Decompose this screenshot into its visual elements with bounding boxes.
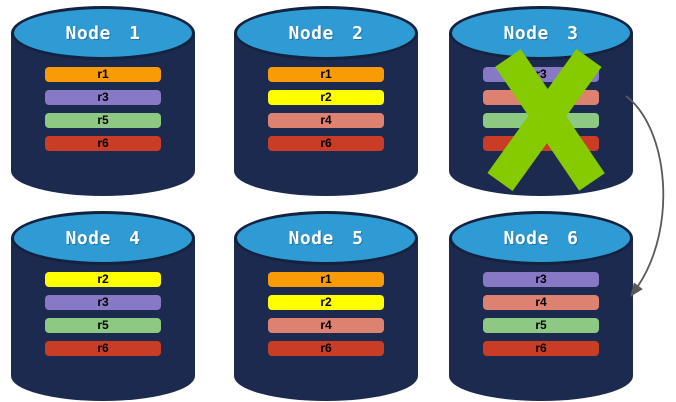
node-4: r2 r3 r5 r6 Node 4 bbox=[11, 211, 195, 401]
node-title: Node 4 bbox=[65, 227, 141, 249]
replica-label: r1 bbox=[97, 67, 109, 81]
replica-bar-r6: r6 bbox=[268, 341, 384, 356]
replica-label: r4 bbox=[535, 295, 547, 309]
replica-bar-r3: r3 bbox=[45, 295, 161, 310]
replica-bar-r3: r3 bbox=[483, 272, 599, 287]
replica-label: r2 bbox=[97, 272, 109, 286]
replica-bar-r6: r6 bbox=[483, 341, 599, 356]
replica-label: r6 bbox=[97, 136, 109, 150]
replica-bar-r4: r4 bbox=[483, 295, 599, 310]
replica-bar-r4: r4 bbox=[268, 113, 384, 128]
cylinder-top: Node 6 bbox=[449, 211, 633, 265]
replica-bar-r1: r1 bbox=[45, 67, 161, 82]
replica-bar-r1: r1 bbox=[268, 272, 384, 287]
replica-bar bbox=[483, 90, 599, 105]
node-6: r3 r4 r5 r6 Node 6 bbox=[449, 211, 633, 401]
replica-label: r6 bbox=[535, 341, 547, 355]
replica-label: r3 bbox=[97, 295, 109, 309]
replica-label: r6 bbox=[97, 341, 109, 355]
replica-bar-r6: r6 bbox=[45, 341, 161, 356]
node-2: r1 r2 r4 r6 Node 2 bbox=[234, 6, 418, 196]
replica-bar-r5: r5 bbox=[45, 113, 161, 128]
cylinder-top: Node 1 bbox=[11, 6, 195, 60]
replica-bar-r2: r2 bbox=[268, 295, 384, 310]
cylinder-top: Node 2 bbox=[234, 6, 418, 60]
replica-label: r5 bbox=[97, 318, 109, 332]
node-title: Node 5 bbox=[288, 227, 364, 249]
node-3: r3 Node 3 bbox=[449, 6, 633, 196]
replica-bar-r3: r3 bbox=[45, 90, 161, 105]
replica-bar-r6: r6 bbox=[268, 136, 384, 151]
cylinder-top: Node 4 bbox=[11, 211, 195, 265]
replica-label: r2 bbox=[320, 295, 332, 309]
replica-label: r3 bbox=[535, 67, 547, 81]
node-title: Node 3 bbox=[503, 22, 579, 44]
replica-label: r2 bbox=[320, 90, 332, 104]
node-1: r1 r3 r5 r6 Node 1 bbox=[11, 6, 195, 196]
replica-label: r4 bbox=[320, 113, 332, 127]
node-title: Node 1 bbox=[65, 22, 141, 44]
replica-bar-r1: r1 bbox=[268, 67, 384, 82]
replica-label: r1 bbox=[320, 67, 332, 81]
replica-label: r4 bbox=[320, 318, 332, 332]
replica-bar-r2: r2 bbox=[268, 90, 384, 105]
replica-bar-r5: r5 bbox=[483, 318, 599, 333]
replica-label: r3 bbox=[535, 272, 547, 286]
node-title: Node 2 bbox=[288, 22, 364, 44]
node-title: Node 6 bbox=[503, 227, 579, 249]
cylinder-top: Node 3 bbox=[449, 6, 633, 60]
replica-label: r6 bbox=[320, 136, 332, 150]
replica-bar-r4: r4 bbox=[268, 318, 384, 333]
replica-bar bbox=[483, 136, 599, 151]
replica-bar-r3: r3 bbox=[483, 67, 599, 82]
replica-bar bbox=[483, 113, 599, 128]
replica-bar-r5: r5 bbox=[45, 318, 161, 333]
replica-label: r5 bbox=[535, 318, 547, 332]
replica-label: r3 bbox=[97, 90, 109, 104]
cylinder-top: Node 5 bbox=[234, 211, 418, 265]
replica-bar-r2: r2 bbox=[45, 272, 161, 287]
replica-label: r5 bbox=[97, 113, 109, 127]
replica-label: r6 bbox=[320, 341, 332, 355]
node-5: r1 r2 r4 r6 Node 5 bbox=[234, 211, 418, 401]
replica-bar-r6: r6 bbox=[45, 136, 161, 151]
replica-label: r1 bbox=[320, 272, 332, 286]
